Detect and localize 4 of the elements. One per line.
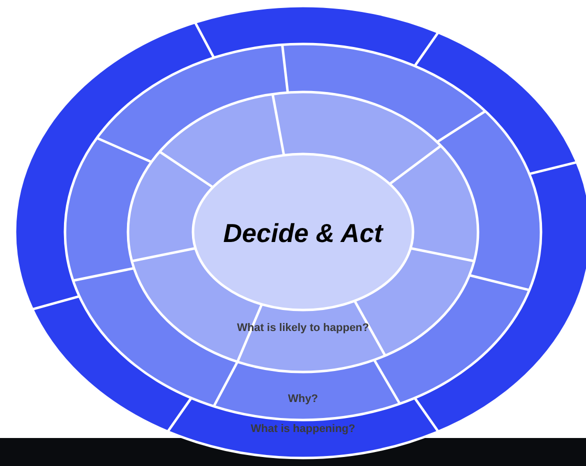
segment-label: Why? [288, 393, 318, 405]
segment-label: What is happening? [250, 423, 356, 435]
center-label: Decide & Act [223, 218, 383, 248]
segment-label: What is likely to happen? [236, 322, 370, 334]
